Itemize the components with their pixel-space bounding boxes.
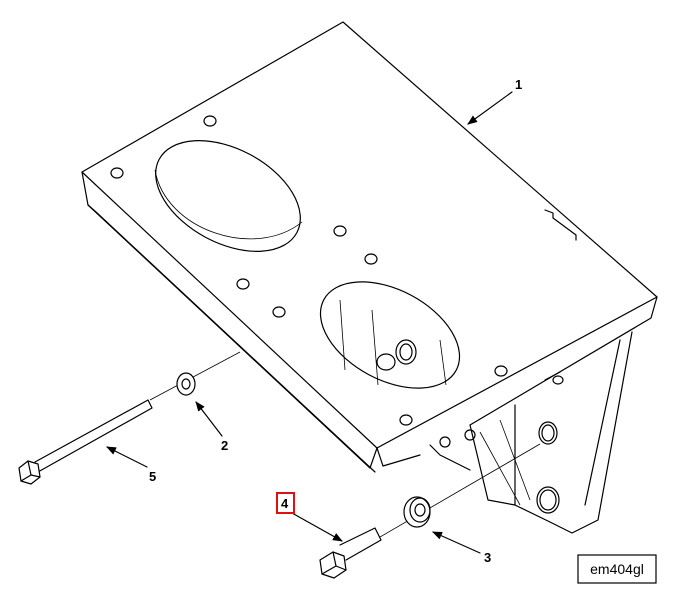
flange-holes [439,421,560,514]
mounting-bracket-part [81,21,658,534]
callout-3: 3 [484,550,491,565]
long-bolt-part-5 [18,399,153,485]
washer-part-2 [176,372,196,396]
callout-4-highlight-box [276,492,295,514]
callout-1: 1 [515,77,522,92]
figure-id-label: em404gl [590,561,644,577]
large-bore-hole-lower [319,281,461,389]
large-bore-hole [154,140,303,252]
figure-id-box [577,554,657,584]
callout-2: 2 [221,438,228,453]
callout-4: 4 [281,496,289,511]
callout-arrows [106,91,513,554]
short-bolt-part-4 [319,527,382,579]
spacer-part-3 [403,496,431,528]
mounting-holes [110,115,564,426]
callout-5: 5 [149,469,156,484]
